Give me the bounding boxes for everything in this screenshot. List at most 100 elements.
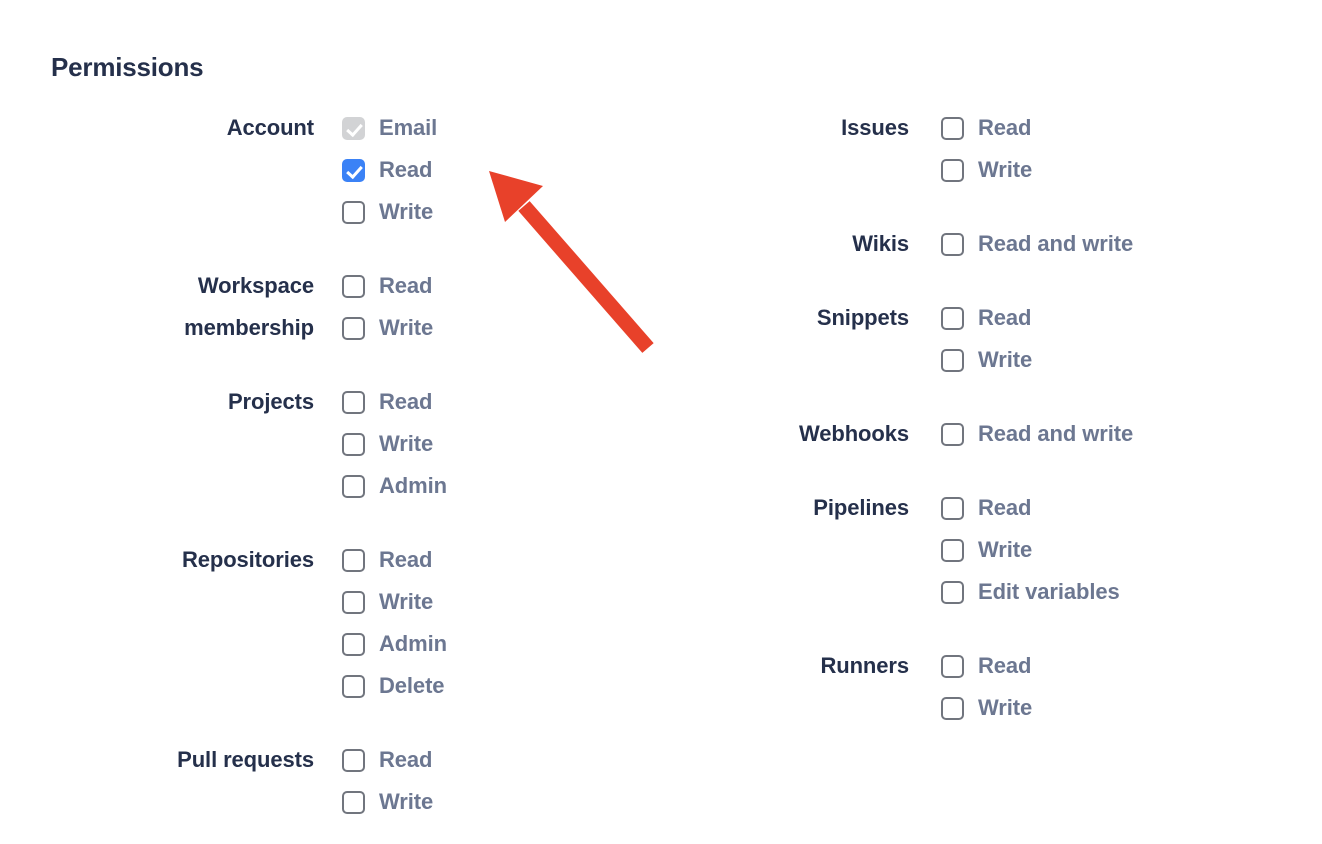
checkbox-write-icon[interactable] bbox=[342, 790, 365, 814]
permission-option-list: Read and write bbox=[941, 223, 1133, 265]
checkbox-read-icon[interactable] bbox=[342, 158, 365, 182]
checkbox-write-icon[interactable] bbox=[342, 200, 365, 224]
checkbox-read-icon[interactable] bbox=[941, 496, 964, 520]
permission-option-label: Read bbox=[379, 157, 433, 182]
permission-group-label: Repositories bbox=[181, 547, 314, 572]
permission-option-label: Delete bbox=[379, 673, 445, 698]
permission-option-row[interactable]: Admin bbox=[342, 623, 447, 665]
checkbox-read-icon[interactable] bbox=[342, 548, 365, 572]
permission-option-row[interactable]: Write bbox=[941, 149, 1032, 191]
page-title: Permissions bbox=[51, 52, 204, 82]
checkbox-edit-variables-icon[interactable] bbox=[941, 580, 964, 604]
permission-option-row[interactable]: Write bbox=[342, 781, 433, 823]
permission-option-row[interactable]: Email bbox=[342, 107, 437, 149]
checkbox-write-icon[interactable] bbox=[342, 590, 365, 614]
permission-option-label: Read bbox=[978, 305, 1032, 330]
checkbox-admin-icon[interactable] bbox=[342, 632, 365, 656]
permission-option-label: Edit variables bbox=[978, 579, 1120, 604]
permission-option-label: Write bbox=[379, 431, 434, 456]
checkbox-read-icon[interactable] bbox=[941, 116, 964, 140]
checkbox-write-icon[interactable] bbox=[941, 158, 964, 182]
permission-option-row[interactable]: Read bbox=[342, 381, 447, 423]
permission-option-row[interactable]: Read and write bbox=[941, 413, 1133, 455]
permission-group-label: Issues bbox=[841, 115, 909, 140]
permission-option-label: Write bbox=[978, 695, 1033, 720]
permission-option-row[interactable]: Admin bbox=[342, 465, 447, 507]
checkbox-read-icon[interactable] bbox=[941, 654, 964, 678]
checkbox-delete-icon[interactable] bbox=[342, 674, 365, 698]
permission-option-row[interactable]: Read bbox=[342, 739, 433, 781]
permission-option-label: Read bbox=[379, 747, 433, 772]
permission-option-row[interactable]: Write bbox=[342, 581, 447, 623]
permission-group-label: Runners bbox=[820, 653, 909, 678]
checkbox-read-and-write-icon[interactable] bbox=[941, 232, 964, 256]
permission-option-label: Write bbox=[379, 589, 434, 614]
checkbox-read-icon[interactable] bbox=[941, 306, 964, 330]
permission-option-row[interactable]: Read bbox=[941, 107, 1032, 149]
permission-option-row[interactable]: Read bbox=[941, 297, 1032, 339]
permission-option-row[interactable]: Read bbox=[342, 149, 437, 191]
permission-option-label: Read bbox=[379, 389, 433, 414]
checkbox-admin-icon[interactable] bbox=[342, 474, 365, 498]
permission-group-label: Pipelines bbox=[813, 495, 909, 520]
checkbox-read-icon[interactable] bbox=[342, 274, 365, 298]
checkbox-write-icon[interactable] bbox=[941, 538, 964, 562]
permission-option-label: Write bbox=[978, 537, 1033, 562]
permission-option-label: Write bbox=[379, 199, 434, 224]
permission-option-row[interactable]: Read bbox=[342, 539, 447, 581]
permission-group: Wikis Read and write bbox=[596, 223, 1133, 265]
permission-option-list: Read and write bbox=[941, 413, 1133, 455]
permission-option-row[interactable]: Write bbox=[342, 191, 437, 233]
permission-option-row[interactable]: Write bbox=[342, 423, 447, 465]
permission-option-label: Write bbox=[379, 315, 434, 340]
permission-group-label: Projects bbox=[227, 389, 314, 414]
permission-group-label: Pull requests bbox=[177, 747, 314, 772]
checkbox-read-and-write-icon[interactable] bbox=[941, 422, 964, 446]
permission-group-label: Workspace membership bbox=[184, 273, 314, 340]
checkbox-email-icon bbox=[342, 116, 365, 140]
permission-option-row[interactable]: Read bbox=[342, 265, 433, 307]
permission-option-row[interactable]: Read bbox=[941, 487, 1120, 529]
permission-group-label: Wikis bbox=[852, 231, 909, 256]
permission-option-row[interactable]: Write bbox=[342, 307, 433, 349]
permission-option-label: Admin bbox=[379, 631, 447, 656]
permission-option-label: Read bbox=[379, 273, 433, 298]
permission-option-label: Admin bbox=[379, 473, 447, 498]
permission-option-row[interactable]: Edit variables bbox=[941, 571, 1120, 613]
checkbox-write-icon[interactable] bbox=[342, 316, 365, 340]
permission-option-label: Read bbox=[978, 115, 1032, 140]
permission-option-row[interactable]: Read and write bbox=[941, 223, 1133, 265]
permission-option-row[interactable]: Write bbox=[941, 529, 1120, 571]
permission-option-label: Read and write bbox=[978, 231, 1134, 256]
permission-option-row[interactable]: Write bbox=[941, 687, 1032, 729]
permission-option-row[interactable]: Read bbox=[941, 645, 1032, 687]
permission-option-row[interactable]: Write bbox=[941, 339, 1032, 381]
permission-option-row[interactable]: Delete bbox=[342, 665, 447, 707]
permission-group-label: Account bbox=[226, 115, 314, 140]
checkbox-read-icon[interactable] bbox=[342, 748, 365, 772]
checkbox-write-icon[interactable] bbox=[941, 348, 964, 372]
permission-option-label: Read bbox=[379, 547, 433, 572]
checkbox-read-icon[interactable] bbox=[342, 390, 365, 414]
permission-option-label: Read bbox=[978, 495, 1032, 520]
checkbox-write-icon[interactable] bbox=[342, 432, 365, 456]
checkbox-write-icon[interactable] bbox=[941, 696, 964, 720]
